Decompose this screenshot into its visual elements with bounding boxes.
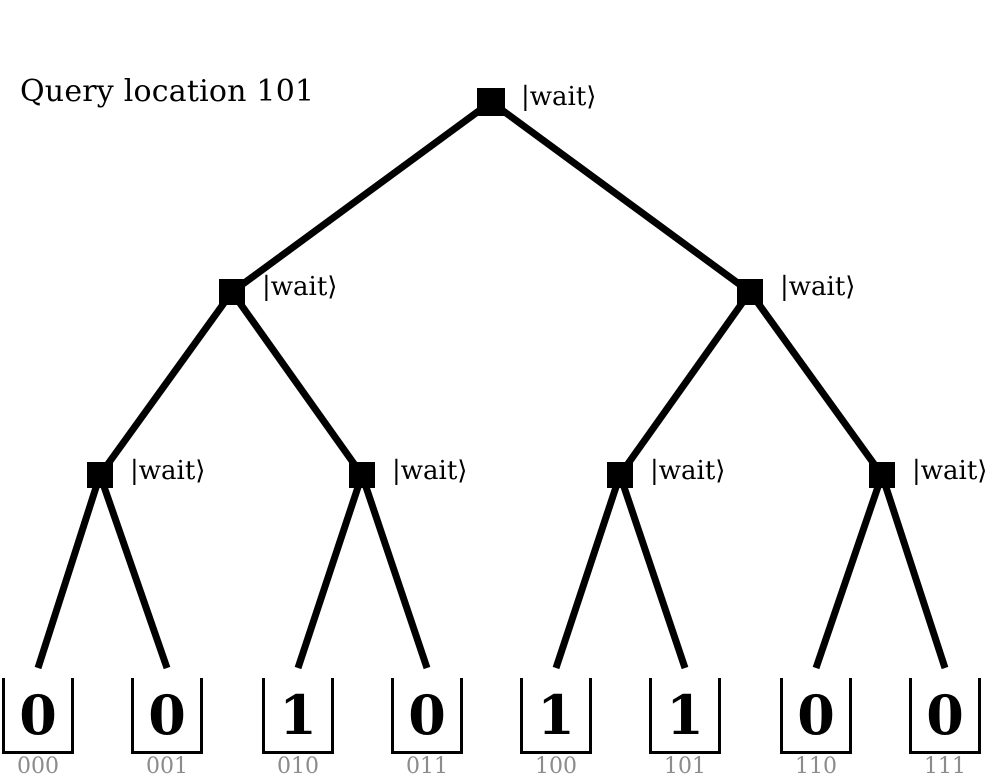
tree-edge	[812, 473, 886, 670]
tree-node-n10[interactable]	[607, 462, 633, 488]
memory-cell-box	[649, 678, 721, 754]
tree-edge	[96, 473, 171, 670]
tree-edge	[617, 289, 753, 478]
memory-cell-box	[2, 678, 74, 754]
tree-node-root[interactable]	[477, 88, 505, 116]
memory-cell-value: 1	[279, 683, 317, 747]
tree-edge	[294, 473, 366, 670]
memory-cell-value: 0	[19, 683, 57, 747]
memory-cell-address: 001	[146, 754, 188, 779]
tree-node-n01[interactable]	[349, 462, 375, 488]
memory-cell-address: 101	[664, 754, 706, 779]
node-state-label-n11: |wait⟩	[912, 456, 988, 486]
tree-edge	[878, 473, 949, 670]
tree-edge	[488, 99, 753, 295]
node-state-label-n00: |wait⟩	[130, 456, 206, 486]
memory-cell-value: 1	[666, 683, 704, 747]
memory-cell-value: 0	[408, 683, 446, 747]
tree-edge	[97, 289, 235, 478]
tree-edge	[552, 473, 624, 670]
memory-cell-value: 0	[797, 683, 835, 747]
memory-cell-address: 110	[795, 754, 837, 779]
tree-edge	[34, 473, 104, 670]
tree-edge	[229, 99, 494, 295]
edge-layer	[34, 99, 949, 670]
memory-cell-value: 1	[537, 683, 575, 747]
tree-edge	[616, 473, 689, 670]
node-state-label-n0: |wait⟩	[262, 272, 338, 302]
memory-cell-box	[909, 678, 981, 754]
node-state-label-n01: |wait⟩	[392, 456, 468, 486]
memory-cell-value: 0	[926, 683, 964, 747]
memory-cell-box	[391, 678, 463, 754]
tree-node-n00[interactable]	[87, 462, 113, 488]
memory-cell-box	[520, 678, 592, 754]
memory-cell-box	[131, 678, 203, 754]
memory-cell-address: 100	[535, 754, 577, 779]
node-state-label-n1: |wait⟩	[780, 272, 856, 302]
node-layer	[87, 88, 895, 488]
memory-cell-box	[780, 678, 852, 754]
node-state-label-n10: |wait⟩	[650, 456, 726, 486]
memory-cell-box	[262, 678, 334, 754]
memory-cell-address: 011	[406, 754, 448, 779]
tree-node-n0[interactable]	[219, 279, 245, 305]
tree-edge	[229, 289, 365, 478]
node-state-label-root: |wait⟩	[521, 82, 597, 112]
tree-edge	[747, 289, 885, 478]
memory-cell-value: 0	[148, 683, 186, 747]
tree-node-n1[interactable]	[737, 279, 763, 305]
tree-edge	[358, 473, 431, 670]
memory-cell-address: 111	[924, 754, 966, 779]
query-caption: Query location 101	[20, 74, 315, 109]
memory-cell-address: 010	[277, 754, 319, 779]
tree-node-n11[interactable]	[869, 462, 895, 488]
memory-cell-address: 000	[17, 754, 59, 779]
